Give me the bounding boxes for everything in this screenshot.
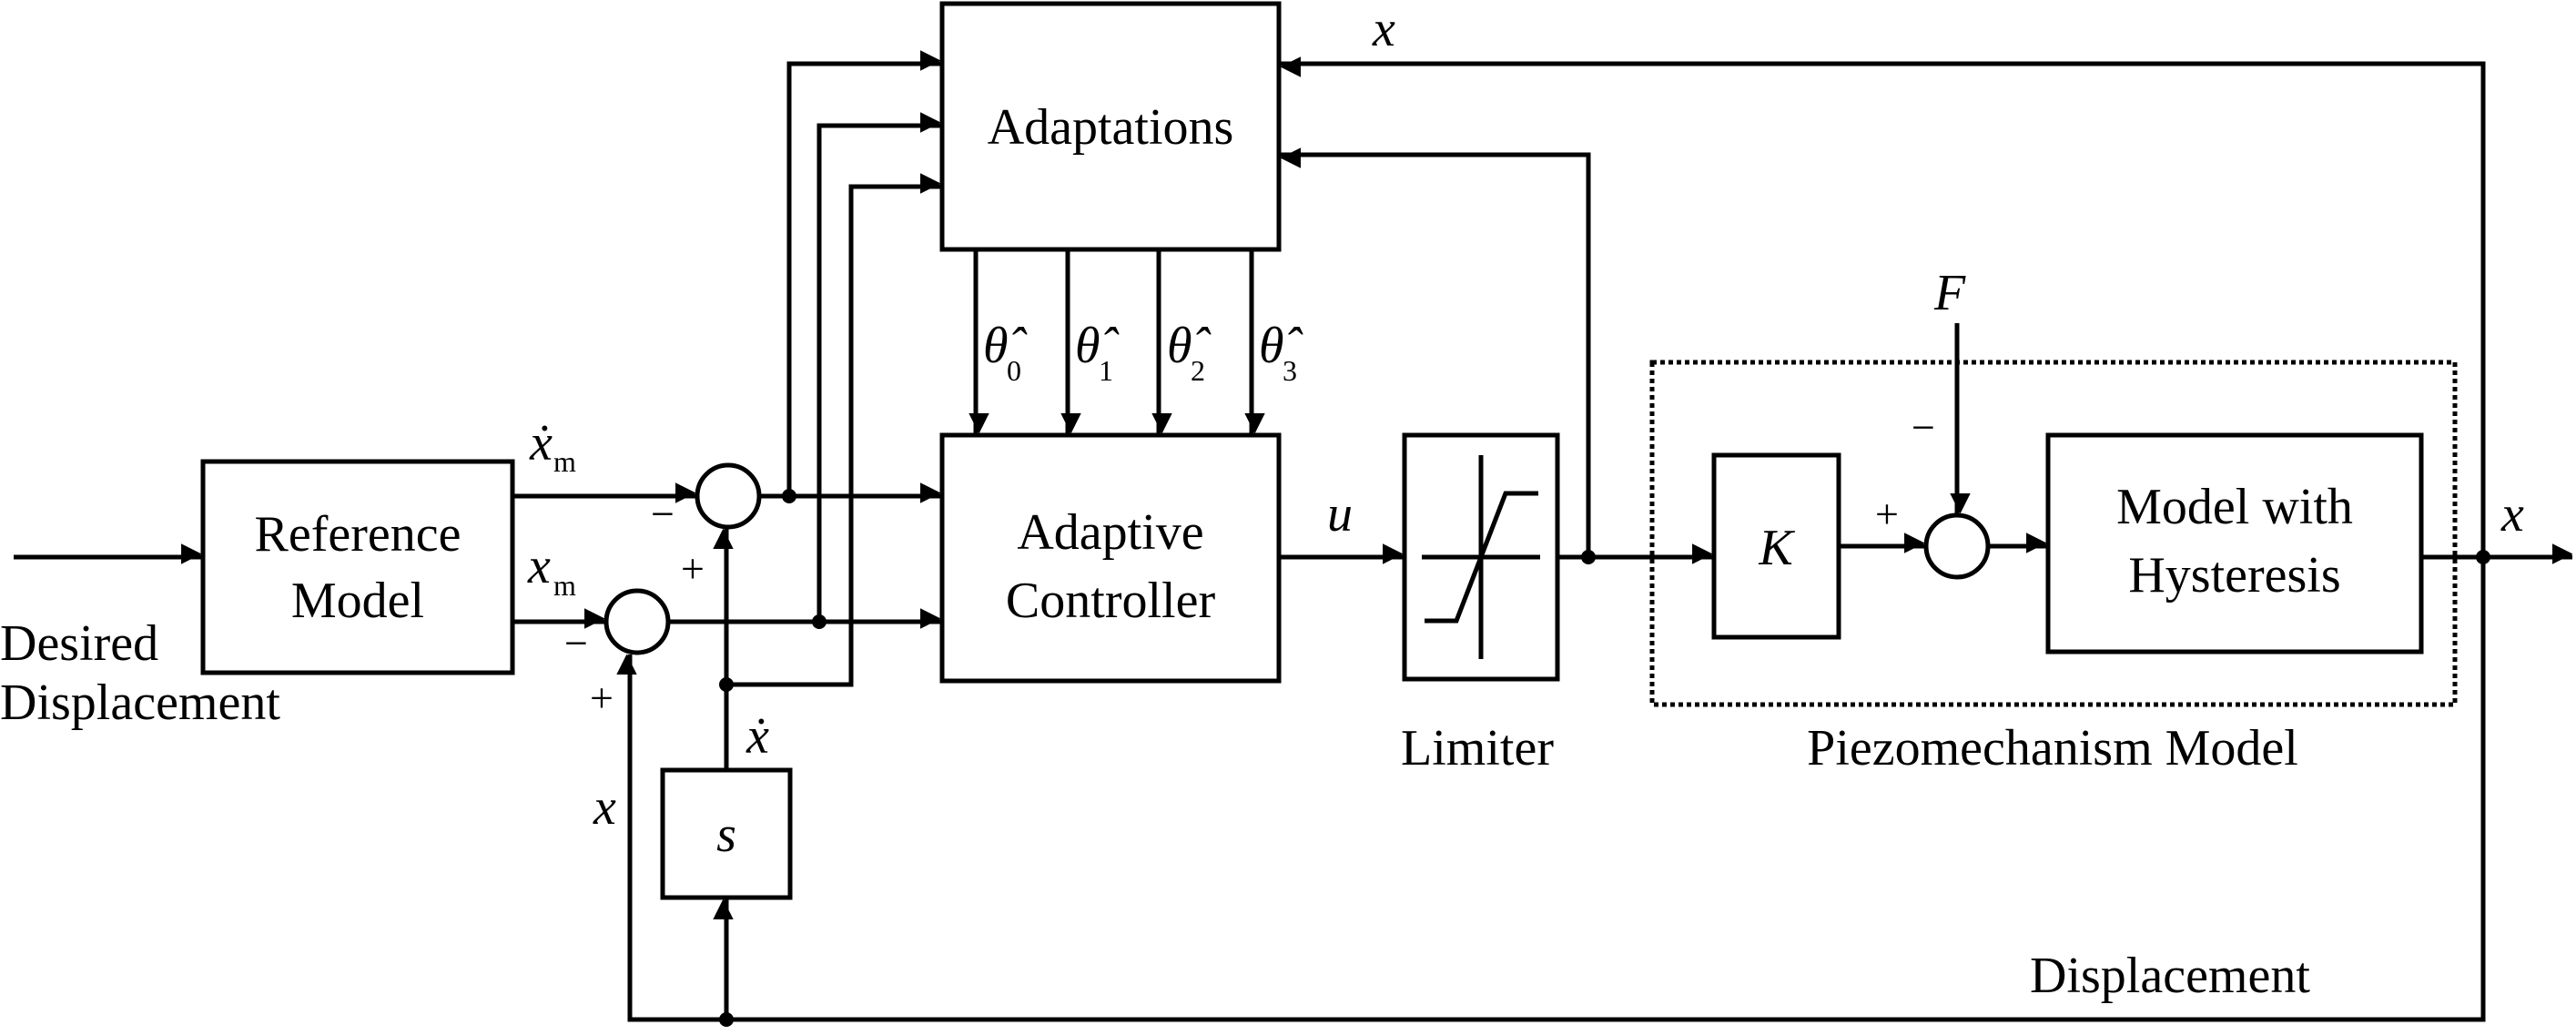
adaptive-controller-label-1: Adaptive: [1017, 504, 1203, 561]
saturation-icon: [1422, 455, 1540, 659]
reference-model-label-1: Reference: [255, 506, 461, 563]
force-summer: [1923, 512, 1991, 580]
u-label: u: [1327, 486, 1353, 543]
adaptive-controller-block: [939, 432, 1282, 684]
velocity-minus-sign: −: [651, 491, 674, 537]
reference-model-label-2: Model: [291, 573, 424, 629]
theta-1-subscript: 1: [1099, 354, 1113, 387]
piezomechanism-group: [1649, 360, 2458, 707]
velocity-plus-sign: +: [681, 545, 705, 592]
x-feedback-label: x: [593, 779, 616, 836]
theta-3-subscript: 3: [1283, 354, 1297, 387]
reference-model-block: [200, 459, 515, 675]
differentiator-label: s: [716, 807, 736, 863]
output-x-label: x: [2500, 486, 2524, 543]
adaptive-controller-label-2: Controller: [1006, 573, 1216, 629]
limiter-label: Limiter: [1401, 720, 1554, 776]
piezomechanism-label: Piezomechanism Model: [1807, 720, 2298, 776]
xm-dot-subscript: m: [553, 445, 576, 478]
gain-k-label: K: [1758, 520, 1795, 576]
velocity-error-summer: [695, 462, 762, 530]
gain-k-block: [1711, 452, 1841, 640]
position-error-summer: [603, 588, 671, 655]
force-plus-sign: +: [1875, 491, 1899, 537]
adaptations-block: [939, 1, 1282, 252]
x-dot-label: ẋ: [745, 708, 769, 765]
theta-0-subscript: 0: [1007, 354, 1021, 387]
hysteresis-model-label-1: Model with: [2116, 479, 2353, 535]
top-x-label: x: [1372, 1, 1395, 57]
f-label: F: [1933, 265, 1966, 321]
xm-dot-label: ẋ: [529, 415, 553, 472]
position-minus-sign: −: [564, 620, 588, 666]
theta-2-subscript: 2: [1191, 354, 1205, 387]
signal-wires: [14, 50, 2573, 1027]
desired-label-1: Desired: [0, 615, 158, 672]
xm-subscript: m: [553, 569, 576, 602]
position-plus-sign: +: [590, 675, 614, 721]
force-minus-sign: −: [1912, 404, 1935, 451]
hysteresis-model-block: [2045, 432, 2424, 654]
displacement-label: Displacement: [2030, 948, 2310, 1004]
adaptations-label: Adaptations: [988, 99, 1234, 156]
xm-label: x: [527, 538, 551, 594]
hysteresis-model-label-2: Hysteresis: [2128, 547, 2340, 604]
desired-label-2: Displacement: [0, 675, 280, 731]
